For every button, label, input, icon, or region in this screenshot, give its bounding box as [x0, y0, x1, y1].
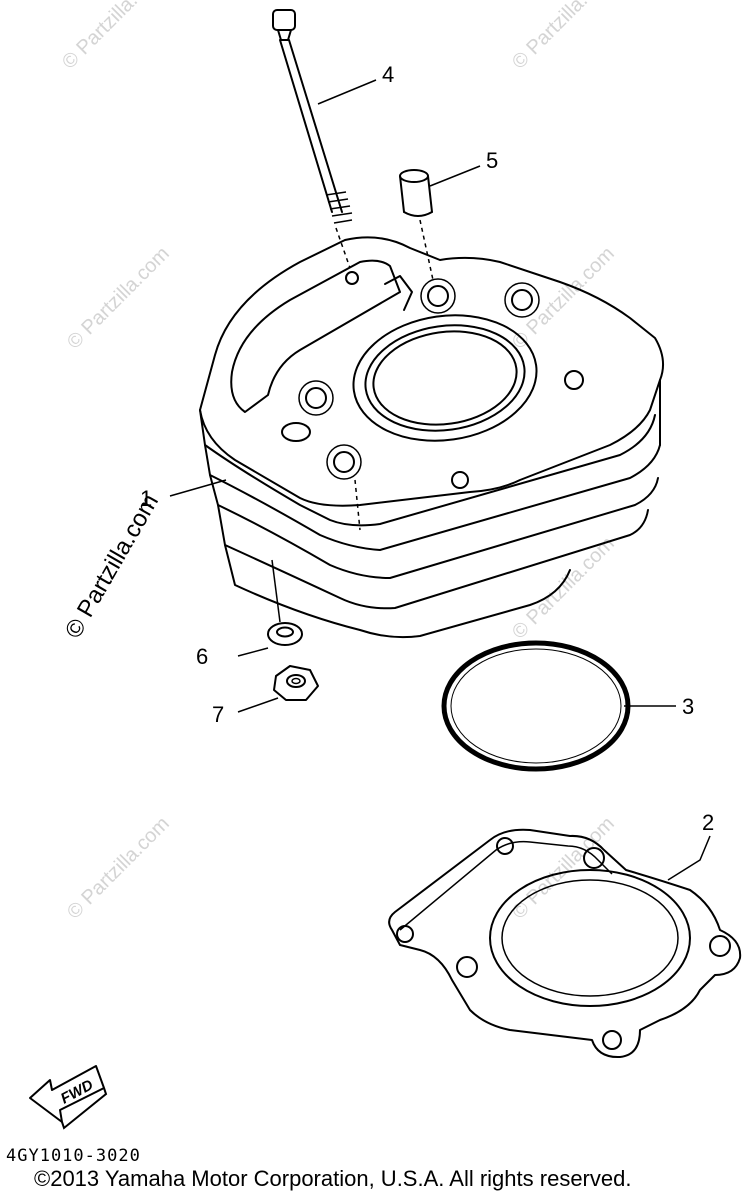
part-1-cylinder [199, 236, 665, 639]
watermark: © Partzilla.com [58, 0, 169, 74]
part-3-o-ring [441, 640, 631, 772]
part-4-stud-bolt [272, 9, 353, 269]
callout-3: 3 [682, 694, 694, 719]
callout-7: 7 [212, 702, 224, 727]
watermark: © Partzilla.com [508, 533, 619, 644]
part-2-gasket [388, 828, 742, 1059]
watermark: © Partzilla.com [508, 0, 619, 74]
callout-5: 5 [486, 148, 498, 173]
fwd-arrow-icon: FWD [29, 1065, 108, 1130]
part-6-washer [267, 559, 303, 646]
watermark-group: © Partzilla.com © Partzilla.com © Partzi… [58, 0, 619, 924]
callout-6: 6 [196, 644, 208, 669]
watermark: © Partzilla.com [63, 243, 174, 354]
callout-numbers: 4 5 1 6 7 3 2 [140, 62, 714, 835]
part-7-nut [273, 665, 319, 701]
watermark: © Partzilla.com [63, 813, 174, 924]
watermark-dark: © Partzilla.com [60, 489, 164, 643]
diagram-code: 4GY1010-3020 [6, 1146, 141, 1166]
callout-1: 1 [140, 486, 152, 511]
callout-2: 2 [702, 810, 714, 835]
leader-lines [169, 79, 711, 881]
copyright-notice: ©2013 Yamaha Motor Corporation, U.S.A. A… [34, 1166, 632, 1191]
callout-4: 4 [382, 62, 394, 87]
part-5-dowel-pin [399, 169, 434, 281]
watermark: © Partzilla.com [508, 243, 619, 354]
